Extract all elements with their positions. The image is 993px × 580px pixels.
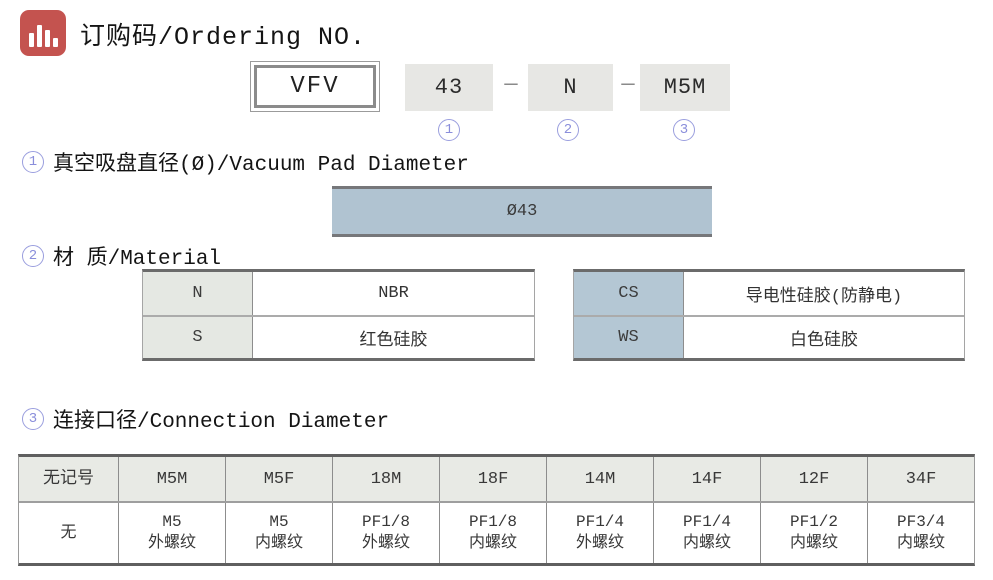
cell-line: 外螺纹 (575, 534, 624, 552)
circled-number-2: 2 (557, 119, 579, 141)
cell-line: 内螺纹 (468, 534, 517, 552)
material-code-cell: CS (574, 272, 684, 315)
page-title: 订购码/Ordering NO. (80, 23, 367, 52)
cell-line: PF3/4 (896, 513, 945, 531)
section-heading-label: 真空吸盘直径(Ø)/Vacuum Pad Diameter (53, 154, 469, 177)
section-heading-label: 材 质/Material (53, 248, 222, 271)
bar-chart-icon-bar (36, 25, 42, 47)
table-header-row: 无记号 M5M M5F 18M 18F 14M 14F 12F 34F (19, 457, 974, 503)
connection-header-cell: 14M (547, 457, 654, 501)
connection-body-cell: 无 (19, 503, 119, 563)
cell-line: 内螺纹 (896, 534, 945, 552)
code-segment-connection: M5M (640, 64, 730, 111)
cell-line: 外螺纹 (147, 534, 196, 552)
connection-header-cell: 18F (440, 457, 547, 501)
table-row: S 红色硅胶 (143, 315, 534, 358)
table-row: CS 导电性硅胶(防静电) (574, 272, 964, 315)
connection-body-cell: PF1/8 外螺纹 (333, 503, 440, 563)
cell-line: PF1/4 (575, 513, 624, 531)
cell-line: 无 (60, 523, 77, 542)
model-code-box: VFV (250, 61, 380, 112)
material-table-right: CS 导电性硅胶(防静电) WS 白色硅胶 (573, 269, 965, 361)
bar-chart-icon-bar (28, 33, 34, 47)
connection-header-cell: 18M (333, 457, 440, 501)
code-segment-diameter: 43 (405, 64, 493, 111)
circled-number-1: 1 (438, 119, 460, 141)
material-code-cell: S (143, 317, 253, 358)
connection-body-cell: M5 外螺纹 (119, 503, 226, 563)
bar-chart-icon (20, 10, 66, 56)
table-row: WS 白色硅胶 (574, 315, 964, 358)
connection-body-cell: M5 内螺纹 (226, 503, 333, 563)
section-heading-label: 连接口径/Connection Diameter (53, 411, 390, 434)
material-name-cell: 白色硅胶 (790, 331, 858, 351)
cell-line: PF1/2 (789, 513, 838, 531)
cell-line: PF1/8 (468, 513, 517, 531)
connection-body-cell: PF1/8 内螺纹 (440, 503, 547, 563)
material-table-left: N NBR S 红色硅胶 (142, 269, 535, 361)
connection-header-cell: 34F (905, 469, 937, 489)
code-segment-material: N (528, 64, 613, 111)
cell-line: 内螺纹 (789, 534, 838, 552)
connection-body-cell: PF3/4 内螺纹 (868, 503, 974, 563)
connection-header-cell: 12F (761, 457, 868, 501)
table-row: N NBR (143, 272, 534, 315)
table-row: 无 M5 外螺纹 M5 内螺纹 PF1/8 外螺纹 PF1/8 内螺纹 PF1/… (19, 503, 974, 563)
connection-body-cell: PF1/4 内螺纹 (654, 503, 761, 563)
code-separator: — (621, 72, 635, 97)
material-name-cell: NBR (378, 284, 409, 303)
cell-line: PF1/4 (682, 513, 731, 531)
material-code-cell: N (143, 272, 253, 315)
model-code-value: VFV (254, 65, 376, 108)
cell-line: M5 (269, 513, 289, 531)
connection-body-cell: PF1/2 内螺纹 (761, 503, 868, 563)
cell-line: 内螺纹 (682, 534, 731, 552)
connection-header-cell: 14F (654, 457, 761, 501)
circled-number-3: 3 (673, 119, 695, 141)
cell-line: PF1/8 (361, 513, 410, 531)
bar-chart-icon-bar (44, 30, 50, 47)
section-heading-connection: 3 连接口径/Connection Diameter (22, 404, 389, 434)
connection-header-cell: 无记号 (19, 457, 119, 501)
code-separator: — (504, 72, 518, 97)
cell-line: 外螺纹 (361, 534, 410, 552)
cell-line: M5 (162, 513, 182, 531)
connection-header-cell: M5F (226, 457, 333, 501)
bar-chart-icon-bar (52, 38, 58, 47)
connection-diameter-table: 无记号 M5M M5F 18M 18F 14M 14F 12F 34F 无 M5… (18, 454, 975, 566)
material-name-cell: 红色硅胶 (359, 331, 428, 351)
cell-line: 内螺纹 (254, 534, 303, 552)
section-heading-pad-diameter: 1 真空吸盘直径(Ø)/Vacuum Pad Diameter (22, 147, 469, 177)
material-name-cell: 导电性硅胶(防静电) (745, 287, 903, 307)
circled-number-3: 3 (22, 408, 44, 430)
pad-diameter-value-bar: Ø43 (332, 186, 712, 237)
connection-header-cell: M5M (119, 457, 226, 501)
connection-body-cell: PF1/4 外螺纹 (547, 503, 654, 563)
circled-number-1: 1 (22, 151, 44, 173)
section-heading-material: 2 材 质/Material (22, 241, 221, 271)
circled-number-2: 2 (22, 245, 44, 267)
material-code-cell: WS (574, 317, 684, 358)
